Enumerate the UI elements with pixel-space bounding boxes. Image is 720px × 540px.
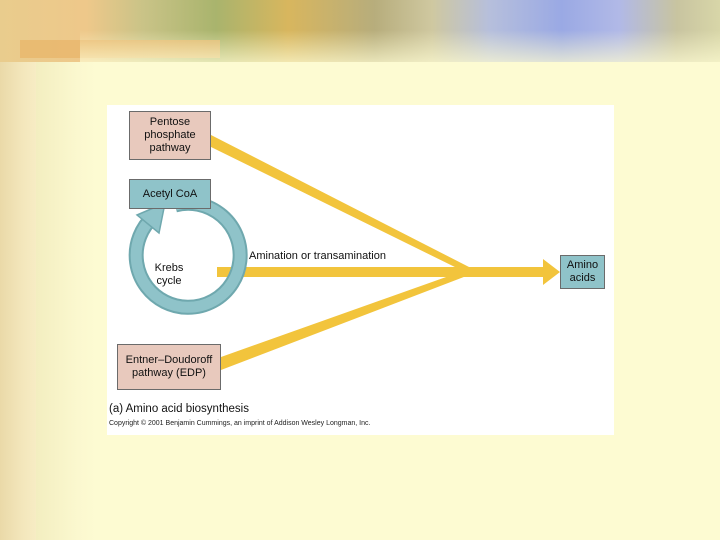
arrow-pentose-to-junction	[211, 135, 469, 271]
krebs-cycle-arrowhead	[135, 201, 167, 235]
banner-glow	[80, 30, 720, 62]
krebs-cycle-ring-fill	[130, 197, 246, 313]
amination-edge-label: Amination or transamination	[249, 250, 386, 262]
krebs-cycle-label: Krebs cycle	[154, 262, 184, 287]
arrow-entner-to-junction	[221, 271, 469, 370]
slide-left-border	[0, 0, 36, 540]
entner-doudoroff-node: Entner–Doudoroff pathway (EDP)	[117, 344, 221, 390]
diagram-arrows	[128, 135, 560, 370]
pentose-phosphate-label: Pentose phosphate pathway	[144, 116, 196, 154]
acetyl-coa-label: Acetyl CoA	[142, 187, 198, 200]
acetyl-coa-node: Acetyl CoA	[129, 179, 211, 209]
copyright-notice: Copyright © 2001 Benjamin Cummings, an i…	[109, 420, 371, 427]
figure-caption: (a) Amino acid biosynthesis	[109, 403, 249, 415]
arrow-krebs-to-junction	[217, 267, 469, 277]
arrow-junction-to-amino	[459, 259, 560, 285]
amino-acids-label: Amino acids	[566, 259, 599, 284]
amino-acids-node: Amino acids	[560, 255, 605, 289]
slide-shadow	[36, 60, 96, 540]
pentose-phosphate-node: Pentose phosphate pathway	[129, 111, 211, 160]
entner-doudoroff-label: Entner–Doudoroff pathway (EDP)	[125, 354, 213, 379]
amino-acid-biosynthesis-figure: Pentose phosphate pathway Acetyl CoA Kre…	[107, 105, 614, 435]
